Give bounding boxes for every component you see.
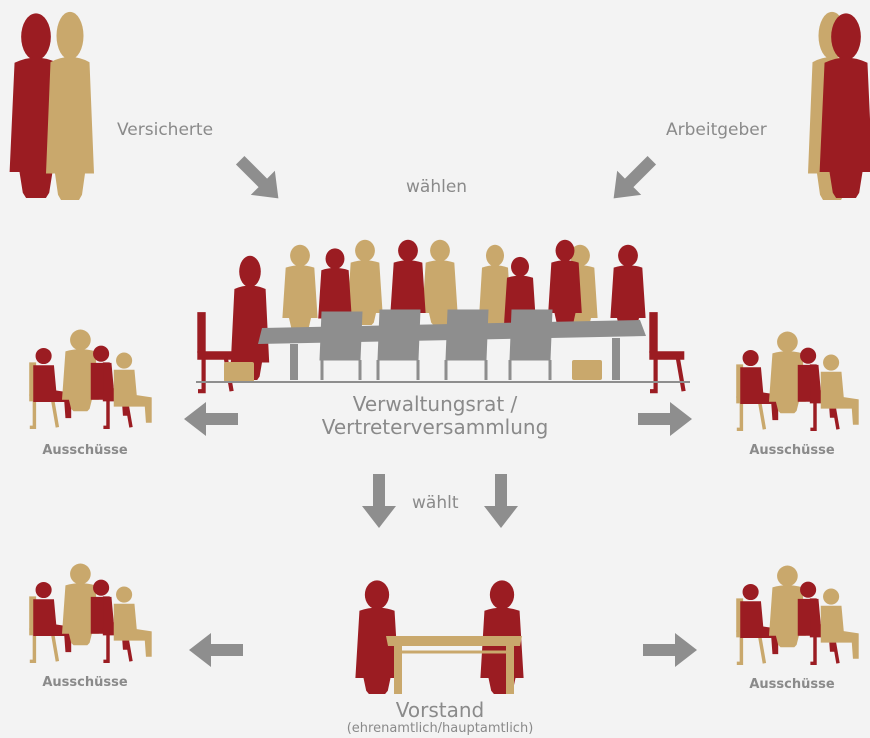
committees-label: Ausschüsse — [42, 675, 128, 690]
committees-label: Ausschüsse — [749, 443, 835, 458]
arrow-icon — [362, 474, 396, 528]
arrow-icon — [189, 633, 243, 667]
council-label-line2: Vertreterversammlung — [321, 415, 549, 439]
arrow-icon — [184, 402, 238, 436]
arrow-icon — [228, 148, 291, 211]
board-desk-icon — [355, 580, 524, 694]
meeting-table-icon — [196, 239, 690, 391]
couple-silhouette-icon — [9, 11, 94, 201]
arrow-icon — [638, 402, 692, 436]
board-sublabel: (ehrenamtlich/hauptamtlich) — [346, 721, 534, 736]
committees-label: Ausschüsse — [749, 677, 835, 692]
committee-group-icon — [737, 566, 859, 664]
elect-label: wählen — [406, 177, 468, 197]
couple-silhouette-icon — [808, 11, 870, 201]
council-label-line1: Verwaltungsrat / — [352, 392, 518, 416]
employers-label: Arbeitgeber — [666, 120, 767, 140]
elects-label: wählt — [412, 493, 459, 513]
arrow-icon — [601, 148, 664, 211]
insured-label: Versicherte — [117, 120, 214, 140]
arrow-icon — [484, 474, 518, 528]
committee-group-icon — [737, 332, 859, 430]
arrow-icon — [643, 633, 697, 667]
committee-group-icon — [30, 564, 152, 662]
committee-group-icon — [30, 330, 152, 428]
board-label: Vorstand — [395, 698, 485, 722]
committees-label: Ausschüsse — [42, 443, 128, 458]
